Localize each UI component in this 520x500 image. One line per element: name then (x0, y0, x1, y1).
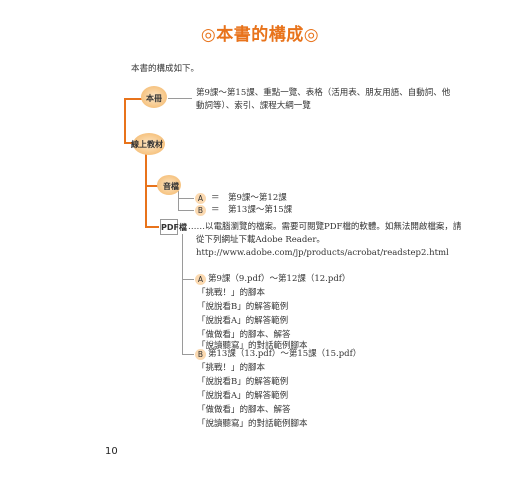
adobe-url: http://www.adobe.com/jp/products/acrobat… (196, 248, 449, 258)
book-icon (141, 86, 167, 108)
pdf-group-a-item: 「說說看A」的解答範例 (197, 316, 289, 326)
audio-badge-b: B (195, 205, 206, 216)
pdf-group-a-header: 第9課（9.pdf）～第12課（12.pdf） (208, 274, 351, 284)
pdf-group-a-item: 「說讀聽寫」的對話範例腳本 (197, 341, 308, 351)
tree-link-online (124, 142, 136, 144)
audio-icon (157, 175, 181, 195)
pdf-group-b-item: 「說說看A」的解答範例 (197, 391, 289, 401)
audio-item-a-text: ＝ 第9課～第12課 (211, 193, 287, 203)
page-number: 10 (105, 446, 118, 457)
pdf-group-b-header: 第13課（13.pdf）～第15課（15.pdf） (208, 349, 362, 359)
connector-pdf-trunk (182, 234, 183, 354)
online-materials-icon (133, 133, 165, 155)
tree-trunk-main (124, 98, 126, 143)
pdf-group-b-item: 「做做看」的腳本、解答 (197, 405, 291, 415)
pdf-desc-line2: 從下列網址下載Adobe Reader。 (196, 235, 325, 245)
tree-branch-main-book (124, 98, 142, 100)
main-book-desc-line2: 動詞等）、索引、課程大綱一覽 (196, 101, 311, 111)
connector-pdf-b (182, 354, 194, 355)
online-materials-label: 線上教材 (131, 140, 163, 149)
audio-label: 音檔 (163, 182, 179, 191)
connector-audio-trunk (178, 191, 179, 210)
pdf-group-b-item: 「挑戰！」的腳本 (197, 363, 266, 373)
tree-trunk-online (145, 150, 147, 226)
main-book-label: 本冊 (146, 94, 162, 103)
connector-audio-a (178, 198, 194, 199)
pdf-group-a-badge: A (195, 274, 206, 285)
connector-audio-b (178, 210, 194, 211)
pdf-label: PDF檔 (161, 223, 187, 232)
pdf-group-b-item: 「說說看B」的解答範例 (197, 377, 289, 387)
audio-badge-a: A (195, 193, 206, 204)
pdf-group-b-badge: B (195, 349, 206, 360)
page-title: ◎本書的構成◎ (200, 25, 320, 45)
intro-text: 本書的構成如下。 (131, 64, 200, 74)
tree-branch-audio (145, 185, 159, 187)
main-book-desc-line1: 第9課～第15課、重點一覽、表格（活用表、朋友用語、自動詞、他 (196, 88, 451, 98)
pdf-group-a-item: 「挑戰！」的腳本 (197, 288, 266, 298)
connector-pdf-a (182, 279, 194, 280)
pdf-desc-line1: ……以電腦瀏覽的檔案。需要可閱覽PDF檔的軟體。如無法開啟檔案，請 (188, 222, 462, 232)
audio-item-b-text: ＝ 第13課～第15課 (211, 205, 293, 215)
connector-main-book (168, 98, 192, 99)
pdf-group-a-item: 「做做看」的腳本、解答 (197, 330, 291, 340)
pdf-group-a-item: 「說說看B」的解答範例 (197, 302, 289, 312)
pdf-file-icon (160, 219, 178, 235)
tree-branch-pdf (145, 226, 159, 228)
pdf-group-b-item: 「說讀聽寫」的對話範例腳本 (197, 419, 308, 429)
